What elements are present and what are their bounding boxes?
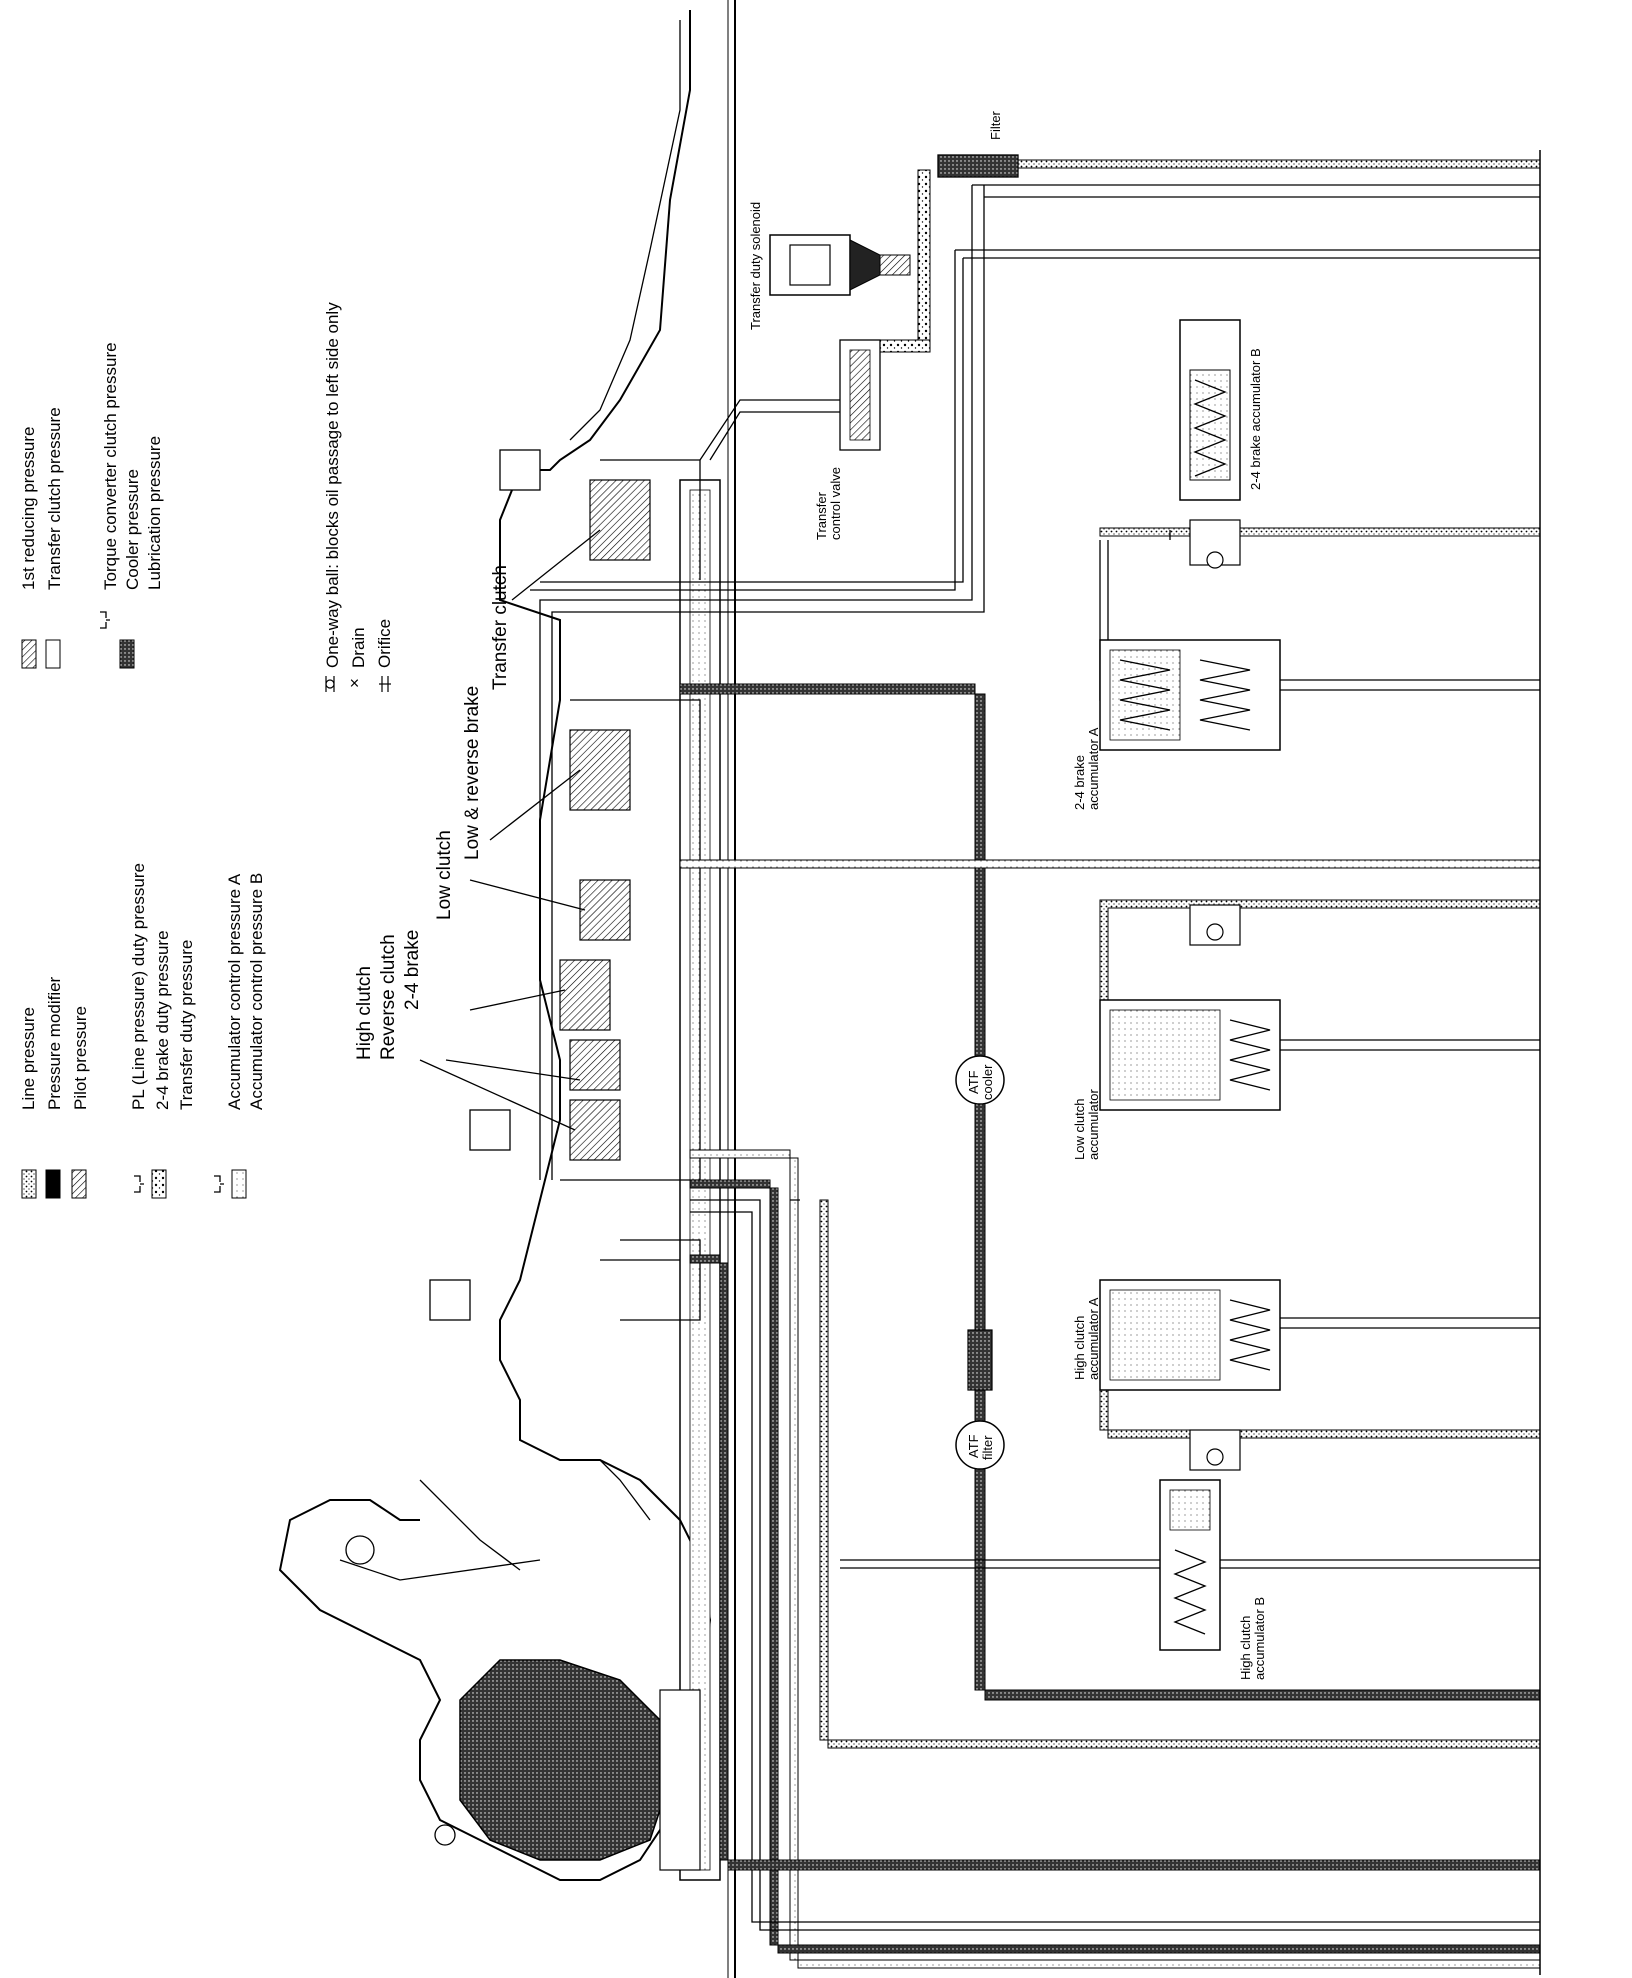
legend-torque-converter: Torque converter clutch pressure: [101, 342, 120, 590]
oil-passages: [530, 150, 1541, 1975]
label-transfer-control-valve-2: control valve: [828, 467, 843, 540]
legend-cooler: Cooler pressure: [123, 469, 142, 590]
24-brake-accumulator-a: 2-4 brake accumulator A: [1072, 639, 1540, 810]
label-low-reverse-brake: Low & reverse brake: [462, 686, 483, 860]
clutch-leaders: [419, 529, 601, 1131]
label-atf-filter-2: filter: [980, 1435, 995, 1460]
legend-lubrication: Lubrication pressure: [145, 436, 164, 590]
legend-line-pressure: Line pressure: [19, 1007, 38, 1110]
legend-24-brake-duty: 2-4 brake duty pressure: [153, 930, 172, 1110]
label-filter: Filter: [988, 110, 1003, 140]
one-way-ball-symbol: [325, 676, 335, 692]
label-low-clutch-acc-2: accumulator: [1086, 1089, 1101, 1160]
swatch-duty-pressure: [151, 1169, 167, 1199]
low-clutch-accumulator: Low clutch accumulator: [1072, 904, 1540, 1160]
high-clutch-accumulator-b: High clutch accumulator B: [1159, 1479, 1267, 1680]
label-transfer-duty-solenoid: Transfer duty solenoid: [748, 202, 763, 330]
label-high-clutch-acc-a-2: accumulator A: [1086, 1297, 1101, 1380]
24-brake-pack: [559, 959, 611, 1031]
swatch-transfer-clutch: [45, 639, 61, 669]
legend-one-way-ball: One-way ball: blocks oil passage to left…: [323, 302, 342, 668]
brace-duty-group: [134, 1175, 144, 1193]
label-low-clutch: Low clutch: [434, 830, 455, 920]
24-brake-accumulator-b: 2-4 brake accumulator B: [1179, 319, 1263, 569]
swatch-accumulator-pressure: [231, 1169, 247, 1199]
label-atf-cooler-1: ATF: [966, 1070, 981, 1094]
high-clutch-accumulator-a: High clutch accumulator A: [1072, 1279, 1540, 1471]
legend-acc-control-b: Accumulator control pressure B: [247, 873, 266, 1110]
torque-converter: [459, 1659, 671, 1861]
legend-acc-control-a: Accumulator control pressure A: [225, 873, 244, 1110]
filter: Filter: [937, 110, 1019, 178]
legend-transfer-clutch-pressure: Transfer clutch pressure: [45, 407, 64, 590]
label-atf-filter-1: ATF: [966, 1434, 981, 1458]
legend-pressure-modifier: Pressure modifier: [45, 976, 64, 1110]
legend: Line pressure Pressure modifier Pilot pr…: [19, 302, 394, 1199]
legend-drain: Drain: [349, 627, 368, 668]
swatch-pilot-pressure: [71, 1169, 87, 1199]
transfer-duty-solenoid: Transfer duty solenoid: [748, 202, 911, 330]
label-atf-cooler-2: cooler: [980, 1064, 995, 1100]
transmission-case: [278, 0, 736, 1978]
transfer-control-valve: Transfer control valve: [814, 339, 881, 540]
legend-pilot-pressure: Pilot pressure: [71, 1006, 90, 1110]
swatch-1st-reducing: [21, 639, 37, 669]
swatch-line-pressure: [21, 1169, 37, 1199]
label-low-clutch-acc-1: Low clutch: [1072, 1099, 1087, 1160]
label-reverse-clutch: Reverse clutch: [378, 934, 399, 1060]
legend-transfer-duty: Transfer duty pressure: [177, 940, 196, 1110]
label-high-clutch: High clutch: [354, 966, 375, 1060]
label-high-clutch-acc-b-2: accumulator B: [1252, 1597, 1267, 1680]
swatch-torque-converter: [119, 639, 135, 669]
label-24-brake-acc-a-1: 2-4 brake: [1072, 755, 1087, 810]
high-clutch-pack: [569, 1099, 621, 1161]
swatch-pressure-modifier: [45, 1169, 61, 1199]
atf-cooler: ATF cooler: [955, 1055, 1005, 1105]
reverse-clutch-pack: [569, 1039, 621, 1091]
label-24-brake-acc-a-2: accumulator A: [1086, 727, 1101, 810]
legend-orifice: Orifice: [375, 619, 394, 668]
orifice-symbol: [379, 676, 391, 692]
label-transfer-control-valve-1: Transfer: [814, 491, 829, 540]
legend-pl-duty-pressure: PL (Line pressure) duty pressure: [129, 863, 148, 1110]
label-24-brake: 2-4 brake: [402, 930, 423, 1010]
symbol-drain-mark: ×: [345, 678, 364, 688]
brace-accumulator-group: [214, 1175, 224, 1193]
legend-1st-reducing: 1st reducing pressure: [19, 427, 38, 590]
label-24-brake-acc-b: 2-4 brake accumulator B: [1248, 348, 1263, 490]
label-high-clutch-acc-a-1: High clutch: [1072, 1316, 1087, 1380]
transfer-clutch-pack: [589, 479, 651, 561]
brace-torque-group: [100, 611, 110, 629]
label-high-clutch-acc-b-1: High clutch: [1238, 1616, 1253, 1680]
atf-filter: ATF filter: [955, 1329, 1005, 1470]
label-transfer-clutch: Transfer clutch: [490, 565, 511, 690]
low-clutch-pack: [579, 879, 631, 941]
